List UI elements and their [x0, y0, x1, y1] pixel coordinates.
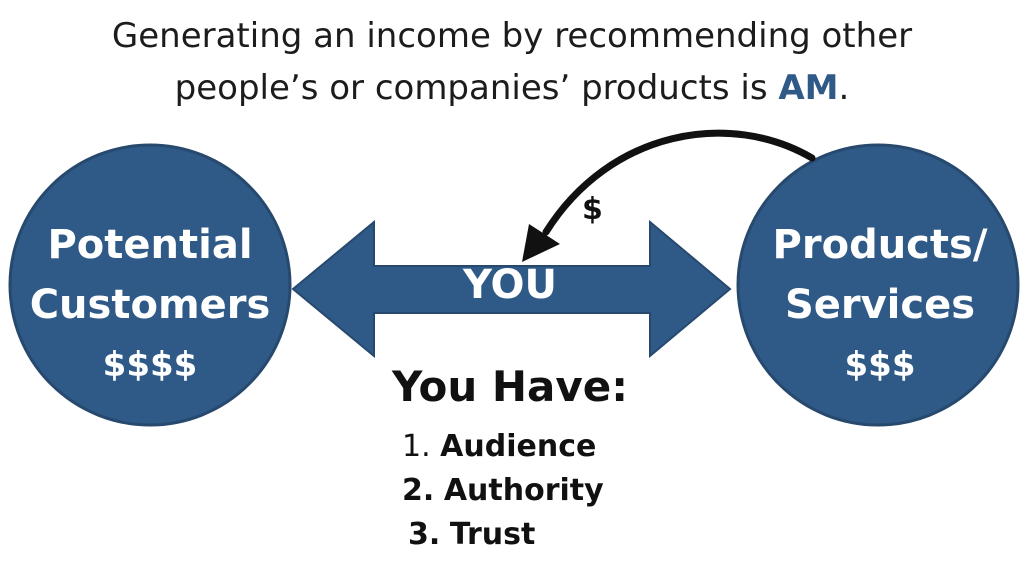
products-services-label: Products/ Services $$$: [740, 215, 1020, 389]
you-label: YOU: [462, 262, 558, 308]
you-double-arrow: [291, 219, 732, 359]
services-label: Services: [784, 282, 976, 328]
customers-label: Customers: [29, 282, 271, 328]
list-item-number: 1.: [402, 429, 431, 464]
products-services-circle: [736, 143, 1020, 427]
you-have-heading: You Have:: [391, 362, 629, 411]
potential-customers-circle: [8, 143, 292, 427]
products-label: Products/: [772, 222, 988, 268]
headline-line-2-text: people’s or companies’ products is: [174, 68, 779, 108]
payment-dollar-label: $: [582, 192, 603, 227]
list-item-text: Audience: [440, 429, 597, 464]
you-have-list: 1. Audience 2. Authority 3. Trust: [400, 425, 660, 557]
payment-curved-arrow: [542, 129, 816, 236]
payment-arrowhead: [522, 224, 560, 262]
list-item-number: 2.: [402, 473, 435, 508]
services-money: $$$: [844, 345, 916, 385]
headline-line-2: people’s or companies’ products is AM.: [0, 62, 1024, 114]
list-item: 1. Audience: [400, 425, 660, 469]
potential-customers-label: Potential Customers $$$$: [10, 215, 290, 389]
list-item-number: 3.: [408, 517, 441, 552]
list-item-text: Trust: [449, 517, 536, 552]
customers-money: $$$$: [102, 345, 198, 385]
list-item: 3. Trust: [400, 513, 660, 557]
headline-line-1: Generating an income by recommending oth…: [111, 16, 913, 56]
list-item-text: Authority: [443, 473, 604, 508]
headline-period: .: [838, 68, 850, 108]
potential-label: Potential: [47, 222, 253, 268]
headline: Generating an income by recommending oth…: [0, 10, 1024, 114]
list-item: 2. Authority: [400, 469, 660, 513]
headline-accent-am: AM: [778, 68, 839, 108]
